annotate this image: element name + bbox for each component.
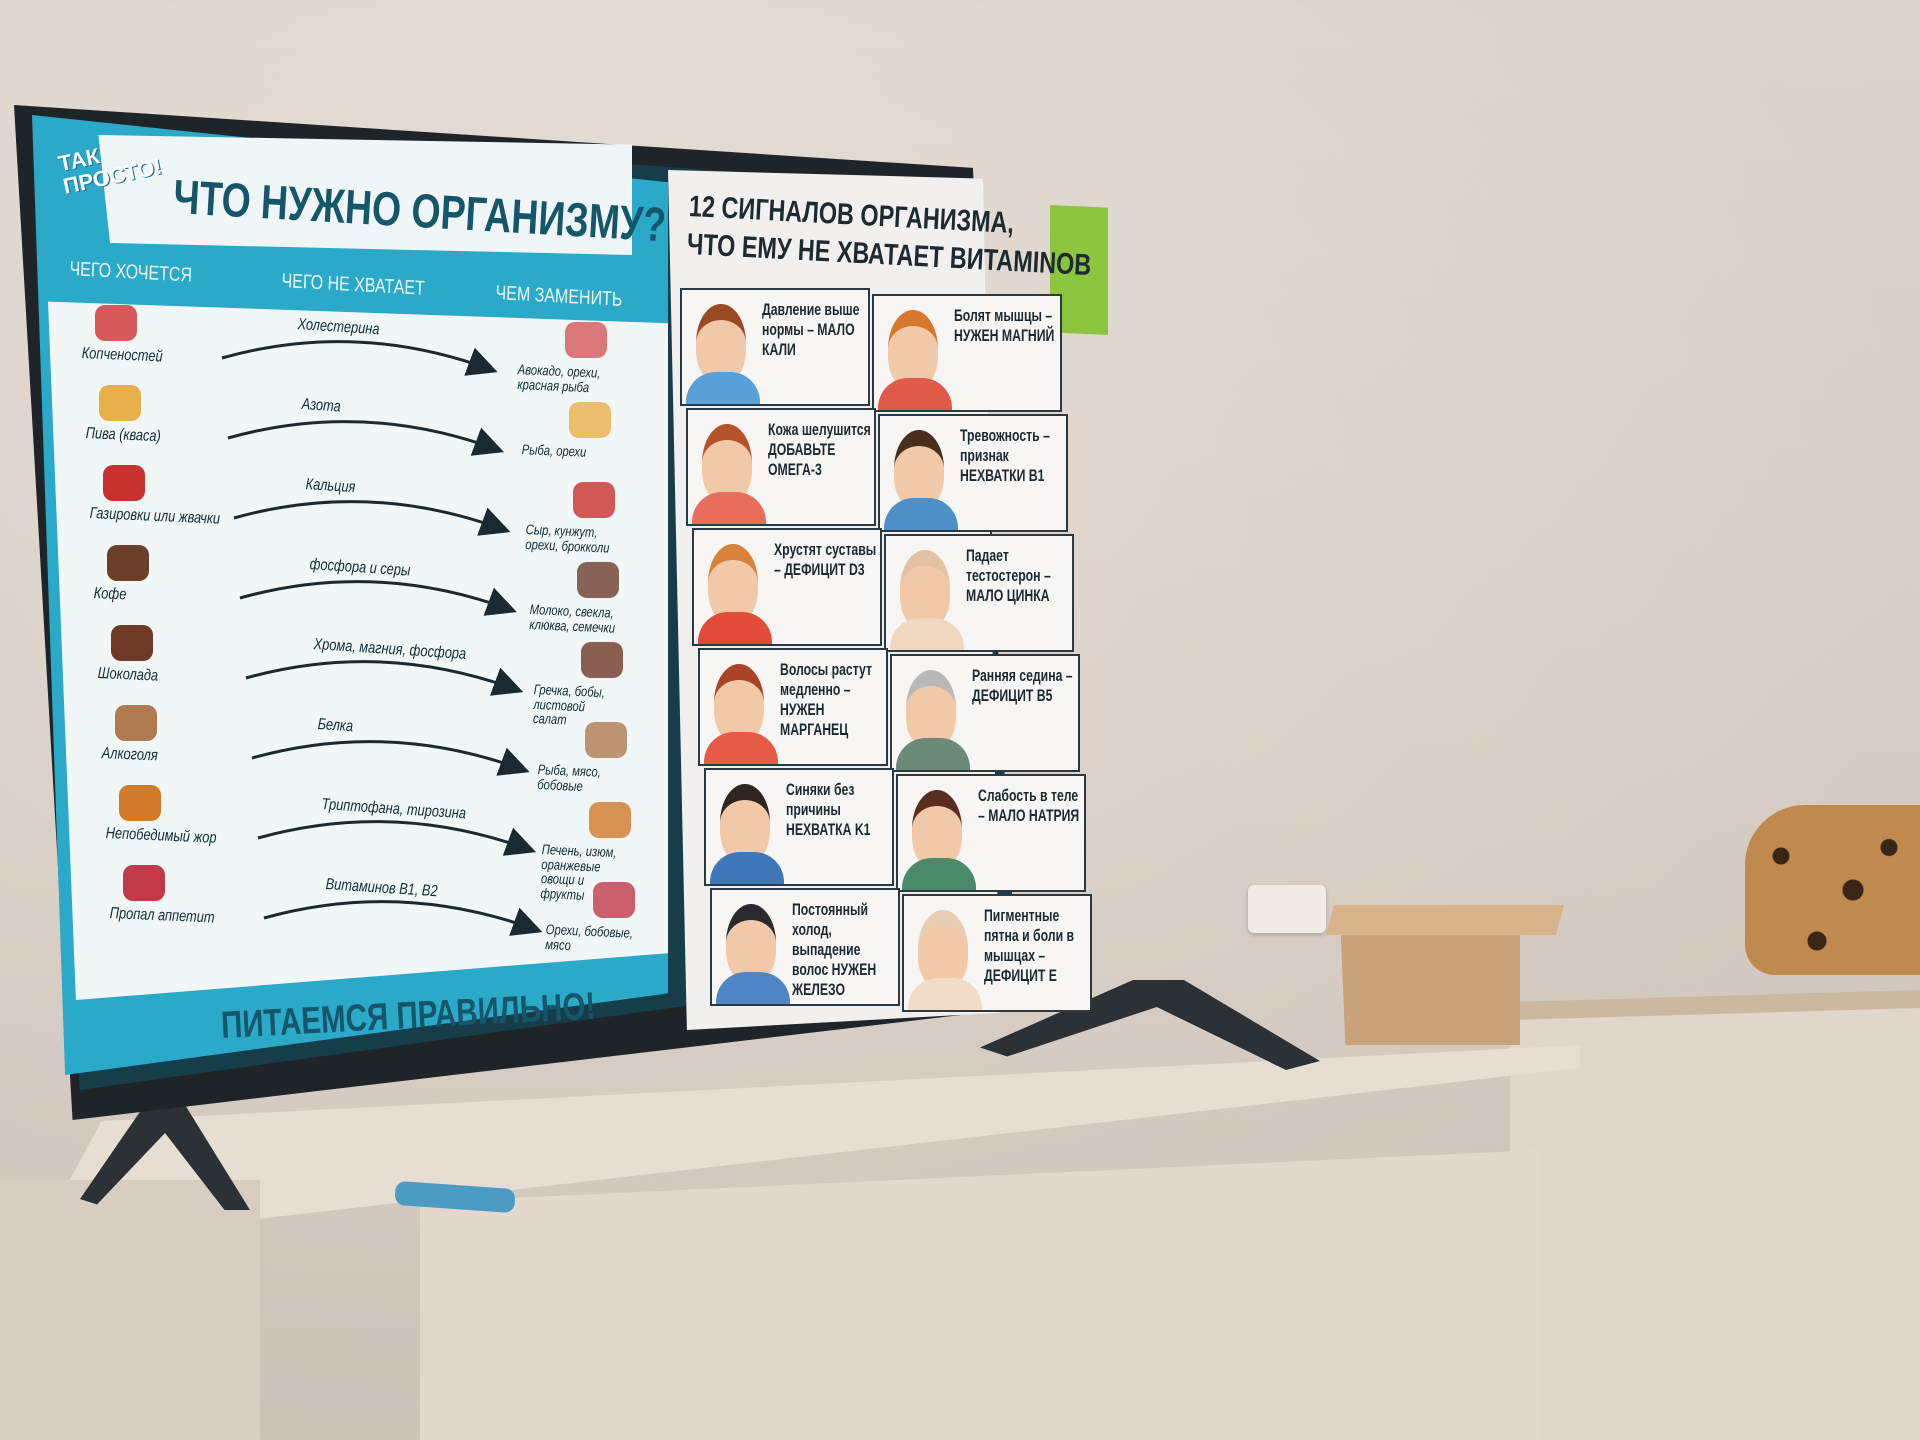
person-face: [900, 550, 950, 628]
lack-label: Азота: [301, 396, 342, 416]
replace-food-icon: [581, 642, 623, 678]
person-face: [906, 670, 956, 748]
desk-front: [420, 1150, 1540, 1440]
person-face: [912, 790, 962, 868]
signal-cell: Постоянный холод, выпадение волос НУЖЕН …: [710, 888, 900, 1006]
replace-food-icon: [577, 562, 619, 598]
signal-text: Кожа шелушится ДОБАВЬТЕ ОМЕГА-3: [768, 420, 871, 480]
person-shirt: [890, 618, 964, 650]
replace-label: Молоко, свекла, клюква, семечки: [529, 601, 616, 636]
signal-cell: Слабость в теле – МАЛО НАТРИЯ: [896, 774, 1086, 892]
replace-food-icon: [573, 482, 615, 518]
person-shirt: [710, 852, 784, 884]
lack-label: Белка: [317, 716, 354, 736]
food-icon: [99, 385, 141, 421]
want-label: Пива (кваса): [85, 425, 162, 446]
signal-cell: Волосы растут медленно – НУЖЕН МАРГАНЕЦ: [698, 648, 888, 766]
replace-food-icon: [589, 802, 631, 838]
replace-food-icon: [565, 322, 607, 358]
signal-text: Падает тестостерон – МАЛО ЦИНКА: [966, 546, 1051, 606]
food-icon: [95, 305, 137, 341]
want-label: Алкоголя: [101, 745, 158, 765]
replace-label: Орехи, бобовые, мясо: [545, 921, 634, 953]
signal-cell: Тревожность – признак НЕХВАТКИ B1: [878, 414, 1068, 532]
signal-cell: Болят мышцы – НУЖЕН МАГНИЙ: [872, 294, 1062, 412]
food-icon: [115, 705, 157, 741]
person-face: [894, 430, 944, 508]
person-face: [702, 424, 752, 502]
leopard-chair: [1745, 805, 1920, 975]
signal-cell: Падает тестостерон – МАЛО ЦИНКА: [884, 534, 1074, 652]
person-face: [714, 664, 764, 742]
person-shirt: [908, 978, 982, 1010]
person-face: [696, 304, 746, 382]
person-shirt: [902, 858, 976, 890]
food-icon: [111, 625, 153, 661]
signal-text: Давление выше нормы – МАЛО КАЛИ: [762, 300, 860, 360]
signal-cell: Кожа шелушится ДОБАВЬТЕ ОМЕГА-3: [686, 408, 876, 526]
person-face: [708, 544, 758, 622]
food-icon: [119, 785, 161, 821]
signal-text: Хрустят суставы – ДЕФИЦИТ D3: [774, 540, 877, 580]
want-label: Шоколада: [97, 665, 159, 685]
replace-food-icon: [585, 722, 627, 758]
replace-food-icon: [593, 882, 635, 918]
person-face: [726, 904, 776, 982]
signal-text: Болят мышцы – НУЖЕН МАГНИЙ: [954, 306, 1055, 346]
person-shirt: [698, 612, 772, 644]
signal-text: Постоянный холод, выпадение волос НУЖЕН …: [792, 900, 877, 1000]
signal-cell: Синяки без причины НЕХВАТКА K1: [704, 768, 894, 886]
want-label: Копченостей: [81, 345, 163, 366]
signal-cell: Хрустят суставы – ДЕФИЦИТ D3: [692, 528, 882, 646]
person-shirt: [686, 372, 760, 404]
signal-text: Пигментные пятна и боли в мышцах – ДЕФИЦ…: [984, 906, 1075, 986]
person-shirt: [704, 732, 778, 764]
signal-cell: Пигментные пятна и боли в мышцах – ДЕФИЦ…: [902, 894, 1092, 1012]
signal-text: Волосы растут медленно – НУЖЕН МАРГАНЕЦ: [780, 660, 872, 740]
person-face: [888, 310, 938, 388]
signal-cell: Давление выше нормы – МАЛО КАЛИ: [680, 288, 870, 406]
signal-text: Слабость в теле – МАЛО НАТРИЯ: [978, 786, 1080, 826]
person-face: [720, 784, 770, 862]
lack-label: Кальция: [305, 476, 356, 497]
food-icon: [107, 545, 149, 581]
signal-text: Синяки без причины НЕХВАТКА K1: [786, 780, 871, 840]
replace-label: Рыба, мясо, бобовые: [537, 761, 602, 794]
signal-cell: Ранняя седина – ДЕФИЦИТ B5: [890, 654, 1080, 772]
person-shirt: [896, 738, 970, 770]
food-icon: [103, 465, 145, 501]
signal-text: Ранняя седина – ДЕФИЦИТ B5: [972, 666, 1073, 706]
replace-label: Авокадо, орехи, красная рыба: [517, 361, 601, 395]
person-shirt: [692, 492, 766, 524]
desk-left: [0, 1180, 260, 1440]
replace-label: Сыр, кунжут, орехи, брокколи: [525, 521, 610, 556]
person-shirt: [878, 378, 952, 410]
person-shirt: [884, 498, 958, 530]
person-shirt: [716, 972, 790, 1004]
want-label: Кофе: [93, 585, 127, 604]
person-face: [918, 910, 968, 988]
food-icon: [123, 865, 165, 901]
signal-text: Тревожность – признак НЕХВАТКИ B1: [960, 426, 1050, 486]
wall-outlet: [1248, 885, 1326, 933]
left-title-band: [98, 135, 632, 255]
cardboard-box-lid: [1325, 905, 1565, 935]
replace-food-icon: [569, 402, 611, 438]
